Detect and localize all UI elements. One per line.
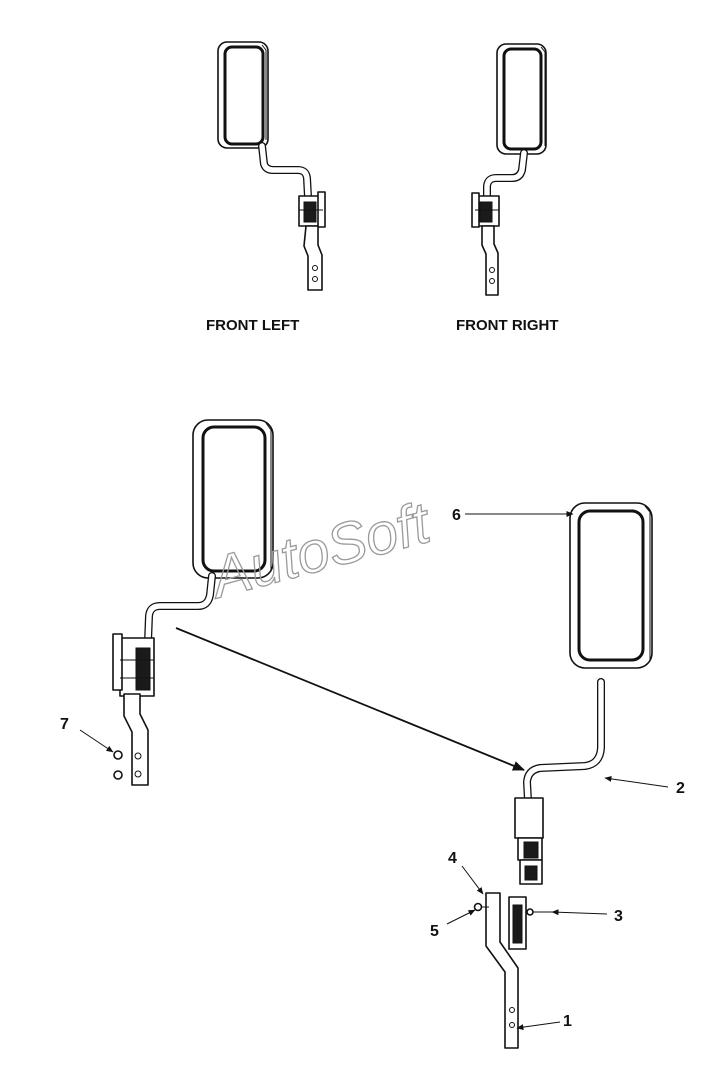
mirror-head [496, 43, 547, 155]
leader-3 [551, 909, 608, 916]
mounting-bracket [481, 225, 499, 296]
mirror-arm [144, 572, 216, 646]
callout-2: 2 [676, 780, 685, 797]
screw-part-7 [113, 750, 123, 780]
callout-5: 5 [430, 923, 439, 940]
assembly-direction-arrow [175, 627, 525, 771]
leader-7 [79, 729, 114, 753]
front-right-caption: FRONT RIGHT [456, 317, 559, 334]
screw-part-5 [473, 902, 489, 912]
arm-part-2 [523, 678, 605, 804]
front-left-mirror-view [217, 41, 326, 291]
mounting-bracket [123, 693, 149, 786]
leader-4 [461, 865, 484, 895]
hinge-body [514, 797, 544, 885]
mirror-hinge [298, 191, 326, 228]
mirror-head [217, 41, 269, 149]
mirror-arm [258, 142, 312, 201]
front-left-caption: FRONT LEFT [206, 317, 299, 334]
screw-part-3 [526, 908, 552, 916]
callout-7: 7 [60, 716, 69, 733]
leader-5 [446, 909, 476, 925]
leader-1 [516, 1021, 561, 1031]
callout-4: 4 [448, 850, 457, 867]
left-mirror-assembly [112, 419, 274, 786]
mirror-arm [483, 149, 528, 201]
leader-2 [604, 775, 669, 788]
mounting-bracket [303, 225, 323, 291]
mirror-hinge [112, 633, 155, 697]
callout-6: 6 [452, 507, 461, 524]
hinge-plate [508, 896, 527, 950]
mirror-head-part-6 [569, 502, 653, 669]
mirror-head [192, 419, 274, 579]
exploded-mirror-assembly [473, 502, 653, 1049]
callout-1: 1 [563, 1013, 572, 1030]
front-right-mirror-view [471, 43, 547, 296]
mirror-hinge [471, 192, 500, 228]
bracket-part-1 [485, 892, 519, 1049]
callout-3: 3 [614, 908, 623, 925]
